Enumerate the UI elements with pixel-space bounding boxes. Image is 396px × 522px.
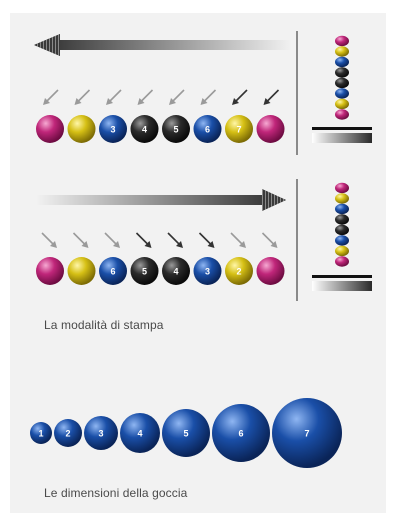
stacked-drop-blue (335, 203, 349, 215)
ink-dot-yellow (67, 257, 96, 285)
stacked-drop-yellow (335, 193, 349, 204)
nozzle-arrow (72, 232, 89, 248)
nozzle-arrow (263, 89, 280, 105)
ink-dot-magenta (256, 115, 285, 143)
ink-dot-magenta (36, 115, 64, 143)
stacked-drop-yellow (335, 245, 349, 257)
nozzle-arrow (74, 89, 91, 105)
arrowhead-left (34, 34, 60, 56)
drop-size-label: 1 (38, 429, 43, 439)
stacked-drop-black (335, 67, 349, 78)
drop-size-label: 4 (137, 429, 142, 439)
stacked-drop-black (335, 224, 349, 236)
stacked-drop-blue (335, 88, 349, 99)
print-diagram: 3 4 5 6 7 6 5 4 3 2 1 2 3 4 5 6 7 (30, 31, 372, 468)
ink-dot-yellow (225, 115, 253, 143)
drop-size-7 (272, 398, 342, 468)
nozzle-arrow (137, 89, 154, 105)
drop-size-5 (162, 409, 210, 457)
dot-number-label: 5 (142, 267, 147, 277)
ink-dot-yellow (225, 257, 253, 285)
nozzle-arrow (135, 232, 152, 248)
stacked-drop-magenta (335, 182, 349, 194)
drop-size-label: 7 (304, 429, 309, 439)
drop-size-6 (212, 404, 270, 462)
dot-number-label: 3 (205, 267, 210, 277)
stacked-drop-black (335, 77, 349, 89)
nozzle-arrow (41, 232, 57, 248)
stacked-drop-yellow (335, 46, 349, 57)
dot-number-label: 6 (205, 125, 210, 135)
ink-dot-magenta (36, 257, 64, 285)
nozzle-arrow (198, 232, 215, 248)
nozzle-arrow (167, 232, 183, 248)
ink-dot-yellow (67, 115, 96, 143)
paper-base (312, 281, 372, 291)
nozzle-arrow (232, 89, 248, 105)
stacked-drop-blue (335, 56, 349, 68)
paper-bar (312, 275, 372, 278)
print-mode-caption: La modalità di stampa (44, 318, 164, 332)
drop-size-label: 6 (238, 429, 243, 439)
nozzle-arrow (230, 232, 246, 248)
ink-dot-blue (99, 115, 127, 143)
ink-dot-blue (193, 257, 222, 285)
paper-base (312, 133, 372, 143)
drop-size-label: 5 (183, 429, 188, 439)
stacked-drop-yellow (335, 98, 349, 110)
nozzle-arrow (43, 89, 59, 105)
ink-dot-blue (99, 257, 127, 285)
dot-number-label: 5 (173, 125, 178, 135)
drop-size-row: 1 2 3 4 5 6 7 (30, 398, 342, 468)
drop-size-3 (84, 416, 118, 450)
direction-arrow-left (34, 34, 292, 56)
print-pass-row-1: 3 4 5 6 7 (34, 31, 372, 155)
dot-number-label: 4 (173, 267, 178, 277)
nozzle-arrow (169, 89, 185, 105)
drop-size-4 (120, 413, 160, 453)
nozzle-arrow (104, 232, 120, 248)
drop-size-label: 2 (65, 429, 70, 439)
stacked-drop-blue (335, 235, 349, 246)
drop-size-2 (54, 419, 82, 447)
print-pass-row-2: 6 5 4 3 2 (36, 179, 372, 301)
dot-number-label: 7 (236, 125, 241, 135)
nozzle-arrow (106, 89, 122, 105)
nozzle-arrow (261, 232, 278, 248)
stacked-drop-magenta (335, 109, 349, 120)
ink-dot-black (162, 257, 190, 285)
ink-dot-black (130, 115, 159, 143)
stacked-drop-magenta (335, 256, 349, 267)
direction-arrow-right (36, 189, 286, 211)
nozzle-arrow (200, 89, 217, 105)
ink-dot-magenta (256, 257, 285, 285)
stacked-drop-magenta (335, 35, 349, 47)
ink-dot-blue (193, 115, 222, 143)
arrowhead-right (262, 189, 286, 211)
drop-size-caption: Le dimensioni della goccia (44, 486, 188, 500)
ink-dot-black (130, 257, 159, 285)
stacked-drop-black (335, 214, 349, 225)
drop-size-1 (30, 422, 52, 444)
dot-number-label: 3 (110, 125, 115, 135)
dot-number-label: 2 (236, 267, 241, 277)
ink-dot-black (162, 115, 190, 143)
dot-number-label: 4 (142, 125, 147, 135)
paper-bar (312, 127, 372, 130)
drop-size-label: 3 (98, 429, 103, 439)
diagram-panel: 3 4 5 6 7 6 5 4 3 2 1 2 3 4 5 6 7 La modalità di stamp… (10, 13, 386, 513)
dot-number-label: 6 (110, 267, 115, 277)
